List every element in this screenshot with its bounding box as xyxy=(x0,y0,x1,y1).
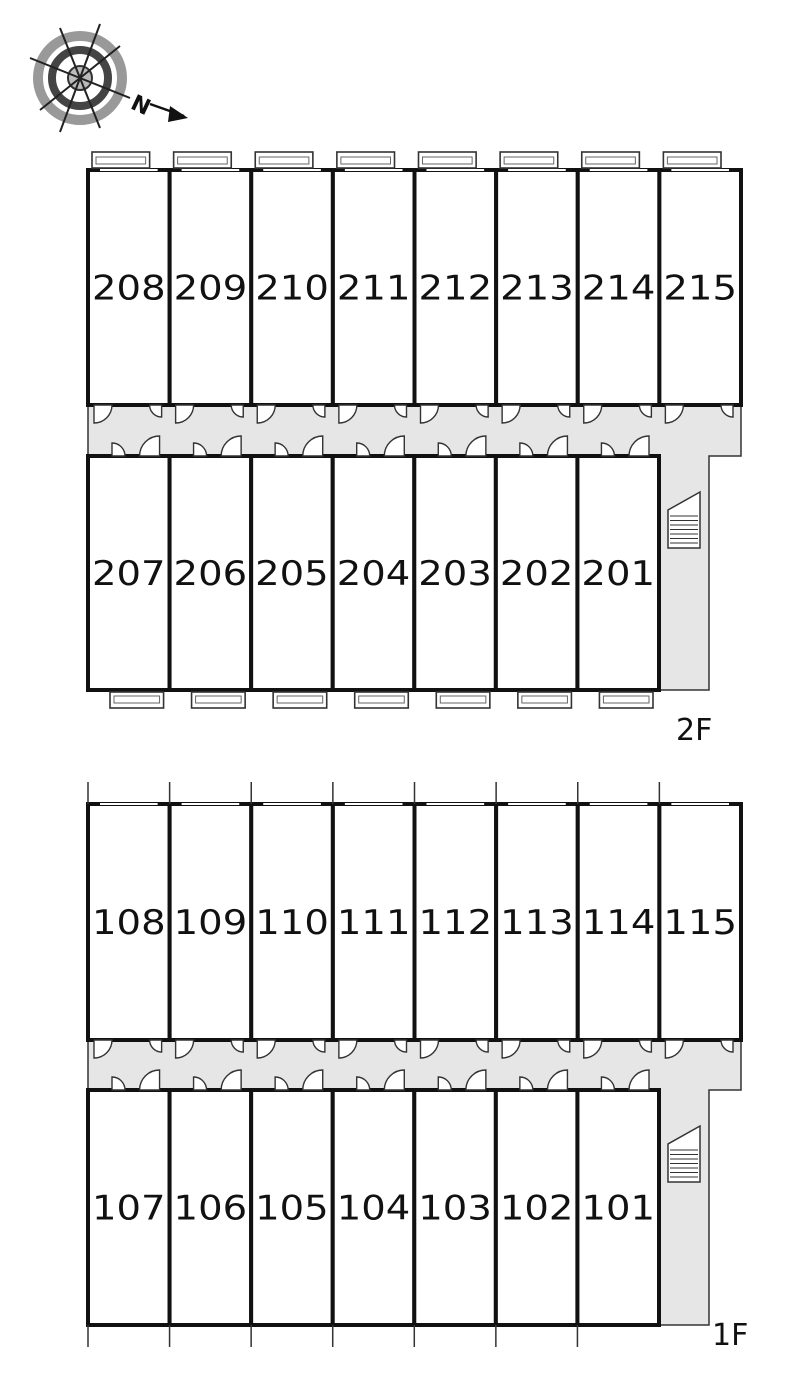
compass-north-label: N xyxy=(127,91,154,121)
unit-label: 107 xyxy=(92,1189,166,1229)
unit-211[interactable]: 211 xyxy=(330,151,417,424)
unit-115[interactable]: 115 xyxy=(657,782,743,1059)
unit-label: 210 xyxy=(255,269,329,309)
unit-213[interactable]: 213 xyxy=(494,151,580,424)
unit-label: 114 xyxy=(582,903,656,943)
unit-label: 102 xyxy=(500,1189,574,1229)
unit-107[interactable]: 107 xyxy=(86,1069,172,1347)
staircase-icon xyxy=(667,1124,701,1183)
unit-label: 109 xyxy=(174,903,248,943)
unit-207[interactable]: 207 xyxy=(86,435,172,709)
unit-label: 111 xyxy=(337,903,411,943)
unit-label: 206 xyxy=(174,554,248,594)
unit-203[interactable]: 203 xyxy=(412,435,498,709)
unit-205[interactable]: 205 xyxy=(249,435,335,709)
unit-label: 113 xyxy=(500,903,574,943)
floor-label: 1F xyxy=(712,1318,748,1353)
unit-209[interactable]: 209 xyxy=(167,151,254,424)
unit-label: 106 xyxy=(174,1189,248,1229)
unit-label: 103 xyxy=(418,1189,492,1229)
unit-label: 105 xyxy=(255,1189,329,1229)
unit-105[interactable]: 105 xyxy=(249,1069,335,1347)
unit-113[interactable]: 113 xyxy=(494,782,580,1059)
unit-106[interactable]: 106 xyxy=(167,1069,254,1347)
unit-102[interactable]: 102 xyxy=(493,1069,580,1347)
unit-202[interactable]: 202 xyxy=(493,435,580,709)
unit-204[interactable]: 204 xyxy=(330,435,417,709)
unit-label: 208 xyxy=(92,269,166,309)
unit-201[interactable]: 201 xyxy=(575,435,662,709)
unit-label: 214 xyxy=(582,269,656,309)
unit-label: 108 xyxy=(92,903,166,943)
unit-112[interactable]: 112 xyxy=(412,782,499,1059)
unit-215[interactable]: 215 xyxy=(657,151,743,424)
unit-103[interactable]: 103 xyxy=(412,1069,498,1347)
unit-208[interactable]: 208 xyxy=(86,151,172,424)
unit-110[interactable]: 110 xyxy=(249,782,335,1059)
unit-label: 203 xyxy=(418,554,492,594)
unit-label: 213 xyxy=(500,269,574,309)
unit-108[interactable]: 108 xyxy=(86,782,172,1059)
unit-label: 211 xyxy=(337,269,411,309)
unit-label: 212 xyxy=(419,269,493,309)
unit-206[interactable]: 206 xyxy=(167,435,254,709)
compass-icon: N xyxy=(29,23,188,133)
unit-label: 112 xyxy=(419,903,493,943)
unit-214[interactable]: 214 xyxy=(575,151,662,424)
unit-label: 204 xyxy=(337,554,411,594)
unit-label: 202 xyxy=(500,554,574,594)
unit-label: 115 xyxy=(663,903,737,943)
unit-label: 201 xyxy=(581,554,655,594)
unit-212[interactable]: 212 xyxy=(412,151,499,424)
unit-label: 104 xyxy=(337,1189,411,1229)
unit-label: 207 xyxy=(92,554,166,594)
unit-101[interactable]: 101 xyxy=(575,1069,662,1347)
unit-label: 215 xyxy=(663,269,737,309)
unit-114[interactable]: 114 xyxy=(575,782,662,1059)
unit-104[interactable]: 104 xyxy=(330,1069,417,1347)
unit-label: 205 xyxy=(255,554,329,594)
unit-label: 101 xyxy=(581,1189,655,1229)
unit-109[interactable]: 109 xyxy=(167,782,254,1059)
unit-111[interactable]: 111 xyxy=(330,782,417,1059)
staircase-icon xyxy=(667,490,701,549)
floor-label: 2F xyxy=(676,713,712,748)
unit-label: 209 xyxy=(174,269,248,309)
unit-210[interactable]: 210 xyxy=(249,151,335,424)
unit-label: 110 xyxy=(255,903,329,943)
